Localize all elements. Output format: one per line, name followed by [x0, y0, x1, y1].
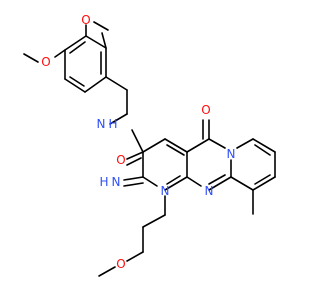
bond: [166, 144, 185, 156]
central-ring: [123, 138, 188, 191]
nitrogen-label: N: [205, 184, 214, 198]
bond: [69, 76, 85, 87]
bond: [69, 41, 86, 54]
bond: [230, 176, 254, 191]
bond: [85, 35, 107, 49]
bond: [254, 174, 271, 185]
bond: [208, 138, 226, 149]
bond: [23, 53, 39, 63]
bond: [93, 21, 109, 31]
bond: [64, 78, 86, 93]
bond: [164, 176, 188, 191]
bond: [123, 182, 144, 187]
oxygen-label: O: [81, 13, 90, 27]
bond: [101, 32, 107, 49]
oxygen-label: O: [116, 257, 125, 271]
bond: [84, 76, 107, 93]
dimethoxyphenyl-ring: [23, 21, 109, 93]
bond: [252, 138, 276, 153]
nitrogen-label: N: [97, 117, 106, 131]
nitrogen-label: N: [227, 147, 236, 161]
hydrogen-label: H: [108, 117, 117, 131]
nitrogen-label: N: [112, 175, 121, 189]
pyrimidinone-ring: [186, 119, 232, 191]
bond: [236, 138, 254, 149]
bond: [131, 129, 144, 153]
oxygen-label: O: [116, 153, 125, 167]
bond: [98, 266, 116, 277]
oxygen-label: O: [201, 103, 210, 117]
right-pyridine-ring: [230, 138, 276, 215]
bond: [142, 176, 158, 187]
bond: [186, 176, 202, 187]
bond: [126, 151, 144, 160]
bond: [166, 175, 181, 185]
ethyl-amide-chain: [105, 76, 144, 166]
bond: [64, 35, 87, 51]
structure-canvas: O O N H O O N N H N N O: [23, 13, 276, 277]
bond: [109, 113, 128, 125]
bond: [126, 157, 142, 166]
bond: [254, 144, 271, 156]
bond: [126, 251, 144, 262]
bond: [142, 138, 166, 153]
molecule-structure: O O N H O O N N H N N O: [23, 13, 276, 277]
bond: [208, 174, 226, 185]
nitrogen-label: N: [161, 184, 170, 198]
bond: [54, 49, 66, 58]
bond: [186, 138, 210, 153]
bond: [252, 176, 276, 191]
bond: [208, 176, 232, 191]
atom-labels: O O N H O O N N H N N O: [41, 13, 235, 271]
bond: [105, 76, 128, 91]
hydrogen-label: H: [99, 175, 108, 189]
methoxypropyl-chain: [98, 195, 166, 277]
bond: [123, 176, 144, 181]
oxygen-label: O: [41, 55, 50, 69]
bond: [164, 138, 188, 153]
bond: [142, 214, 166, 228]
